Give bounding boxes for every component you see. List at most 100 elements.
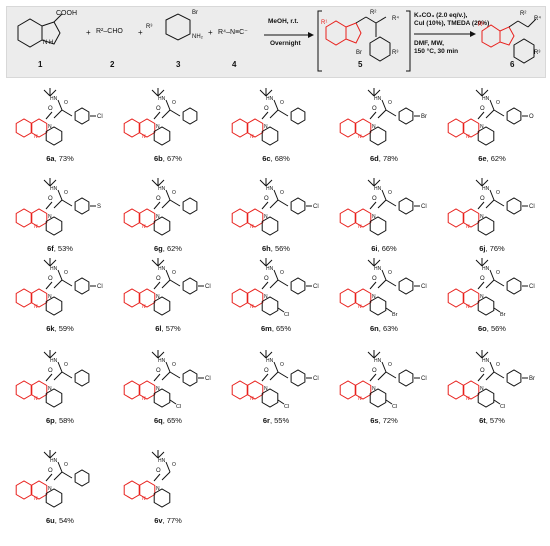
ring [246,208,264,228]
intermediate-br: Br [356,50,362,56]
bond [265,89,273,97]
substituent-label: S [97,204,101,210]
ring-substituent-label: Br [392,312,398,318]
bond [385,307,393,313]
ring [290,277,306,295]
ring [290,107,306,125]
ring [231,118,249,138]
nitrogen-label: N [264,386,268,392]
ring [74,277,90,295]
bond [373,351,381,359]
ring [153,296,171,316]
bond [277,109,289,117]
ring [15,480,33,500]
oxygen-label: O [388,190,392,196]
oxygen-label: O [372,106,377,112]
ring [123,118,141,138]
reagent-1-number: 1 [38,60,43,69]
bond [57,361,63,373]
bond [265,351,273,359]
ring [354,208,372,228]
ring-substituent-label: Cl [284,404,289,410]
amine-label: HN [266,266,274,272]
ring [231,288,249,308]
product-caption: 6c, 68% [226,154,326,163]
oxygen-label: O [388,362,392,368]
oxygen-label: O [64,270,68,276]
product-r1: R¹ [478,22,485,28]
compound-id: 6p [46,416,55,425]
bond [381,99,387,111]
bond [269,109,279,119]
oxygen-label: O [372,196,377,202]
bond [489,361,495,373]
step2-condition-line2: CuI (10%), TMEDA (20%) [414,20,490,27]
bond [385,199,397,207]
compound-id: 6q [154,416,163,425]
product-r2: R² [520,11,527,17]
oxygen-label: O [264,196,269,202]
ring [462,288,480,308]
bond [475,259,483,267]
ring-substituent-label: Cl [284,312,289,318]
ring [123,288,141,308]
oxygen-label: O [64,362,68,368]
reagent-1-cooh: COOH [56,10,77,17]
step2-condition-line1: K₂CO₃ (2.0 eq/v.), [414,12,468,19]
bond [49,259,57,267]
bond [45,473,53,482]
substituent-label: Cl [421,284,427,290]
product-caption: 6u, 54% [10,516,110,525]
reaction-scheme-banner [6,6,546,78]
bond [381,361,387,373]
ring [354,118,372,138]
bond [477,111,485,120]
oxygen-label: O [156,106,161,112]
bond [161,471,171,481]
oxygen-label: O [372,368,377,374]
amine-label: HN [50,96,58,102]
ring [369,126,387,146]
compound-yield: , 67% [162,154,182,163]
oxygen-label: O [480,106,485,112]
ring [246,380,264,400]
bond [157,259,165,267]
ring [462,380,480,400]
ring [477,296,495,316]
ring [74,197,90,215]
bond [53,109,63,119]
ring [398,107,414,125]
compound-id: 6j [479,244,486,253]
ring [138,480,156,500]
bond [169,279,181,287]
ring [339,380,357,400]
reagent-4-formula: R⁴–N≡C⁻ [218,29,248,36]
compound-id: 6d [370,154,379,163]
bond [273,99,279,111]
bond [169,199,181,207]
nitrogen-label: N [48,386,52,392]
oxygen-label: O [172,362,176,368]
oxygen-label: O [372,276,377,282]
nitrogen-label: N [142,396,146,402]
oxygen-label: O [280,190,284,196]
bond [373,179,381,187]
ring [261,126,279,146]
nitrogen-label: N [48,486,52,492]
substituent-label: Cl [205,284,211,290]
product-r3: R³ [534,50,541,56]
nitrogen-label: N [156,386,160,392]
bond [269,279,279,289]
bond [369,281,377,290]
ring [290,369,306,387]
oxygen-label: O [480,368,485,374]
nitrogen-label: N [34,224,38,230]
compound-id: 6f [47,244,54,253]
compound-yield: , 59% [54,324,74,333]
bond [385,279,397,287]
compound-yield: , 54% [54,516,74,525]
amine-label: HN [50,186,58,192]
compound-id: 6g [154,244,163,253]
